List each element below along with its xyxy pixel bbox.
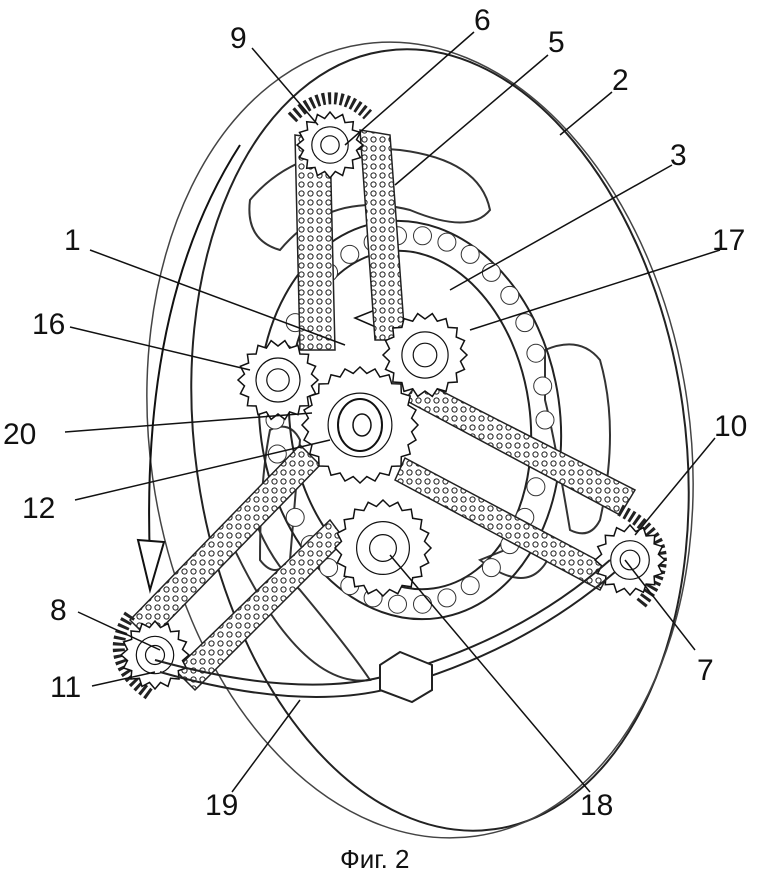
sprocket-11-hub: [135, 635, 175, 675]
label-19: 19: [205, 789, 238, 822]
bearing-ball: [413, 594, 432, 614]
figure-caption: Фиг. 2: [340, 844, 410, 874]
label-1: 1: [64, 224, 81, 257]
sprocket-11-hub: [144, 644, 166, 666]
bearing-ball: [437, 588, 457, 608]
label-3: 3: [670, 139, 687, 172]
sprocket-9-hub: [311, 126, 349, 164]
gear-17-hub: [401, 331, 449, 379]
sprocket-9: [295, 110, 365, 180]
bearing-ball: [500, 285, 520, 305]
bearing-ball: [388, 594, 407, 614]
bearing-ball: [460, 576, 480, 596]
label-10: 10: [714, 410, 747, 443]
bearing-ball: [526, 477, 546, 497]
gear-18-hub: [356, 520, 411, 575]
bearing-ball: [285, 507, 305, 527]
gear-17: [381, 312, 469, 398]
label-17: 17: [712, 224, 745, 257]
leader-lines: [64, 31, 721, 793]
bearing-ball: [481, 558, 501, 578]
label-2: 2: [612, 64, 629, 97]
housing-disc: [146, 41, 694, 839]
gear-18: [333, 498, 433, 598]
bearing-ball: [413, 226, 432, 246]
sprocket-10-hub: [619, 549, 641, 571]
label-20: 20: [3, 418, 36, 451]
label-11: 11: [50, 671, 81, 704]
bearing-ball: [515, 313, 535, 333]
label-18: 18: [580, 789, 613, 822]
label-7: 7: [697, 654, 714, 687]
gear-16-hub: [266, 368, 290, 392]
bearing-ball: [340, 244, 360, 264]
gear-12-hub: [327, 392, 393, 458]
bearing-ball: [533, 376, 553, 396]
bearing-ball: [319, 558, 339, 578]
central-shaft: [337, 398, 383, 452]
gear-17-hub: [412, 342, 438, 368]
label-12: 12: [22, 492, 55, 525]
gear-16-hub: [255, 357, 301, 403]
sprocket-9-hub: [320, 135, 340, 155]
reference-numerals: 9 6 5 2 3 17 1 16 20 12 10 7 8 11 19 18: [3, 4, 747, 822]
label-8: 8: [50, 594, 67, 627]
label-16: 16: [32, 308, 65, 341]
label-9: 9: [230, 22, 247, 55]
bearing-ball: [460, 244, 480, 264]
sprocket-10: [593, 523, 667, 597]
label-6: 6: [474, 4, 491, 37]
gear-18-hub: [369, 533, 398, 562]
label-5: 5: [548, 26, 565, 59]
bearing-ball: [437, 232, 457, 252]
linkage-rod: [154, 559, 616, 704]
sprocket-10-hub: [610, 540, 650, 580]
bearing-ball: [535, 410, 555, 430]
bearing-ball: [526, 343, 546, 363]
sprocket-11: [119, 619, 191, 691]
